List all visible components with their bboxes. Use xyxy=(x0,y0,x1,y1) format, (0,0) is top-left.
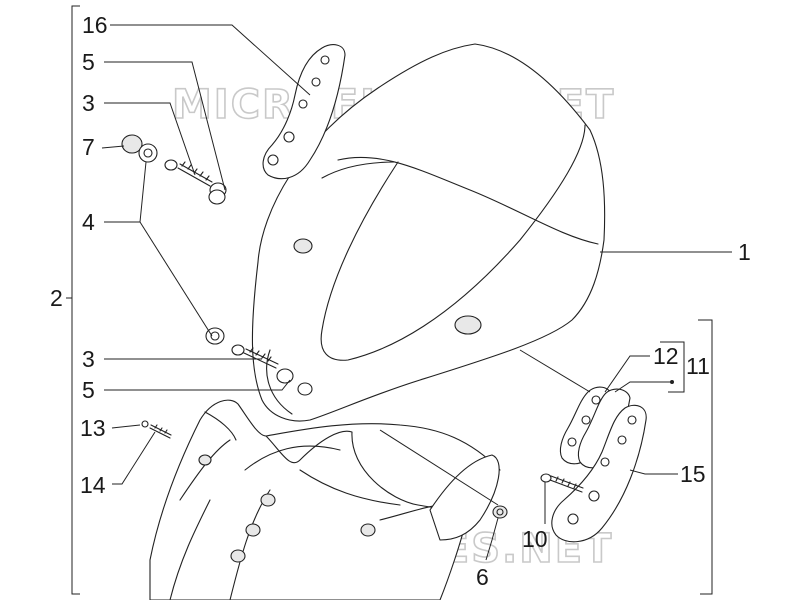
callout-4: 4 xyxy=(82,209,95,235)
callout-3-upper: 3 xyxy=(82,90,95,116)
callout-5-lower: 5 xyxy=(82,377,95,403)
callout-7: 7 xyxy=(82,134,95,160)
fairing-hole-2 xyxy=(260,493,276,507)
callout-13: 13 xyxy=(80,415,106,441)
callout-2: 2 xyxy=(50,285,63,311)
fairing-hole-5 xyxy=(360,523,376,537)
callout-15: 15 xyxy=(680,461,706,487)
bracket-15 xyxy=(551,404,647,543)
windscreen-hole-upper xyxy=(293,238,313,254)
callout-16: 16 xyxy=(82,12,108,38)
windscreen-hole-center xyxy=(454,315,482,335)
screw-14 xyxy=(141,420,172,439)
callout-14: 14 xyxy=(80,472,106,498)
upper-fastener-stack xyxy=(121,134,227,205)
windscreen-hole-lower xyxy=(297,382,313,396)
fairing-hole-3 xyxy=(245,523,261,537)
callout-labels: 16 5 3 7 4 2 3 5 13 14 1 12 11 15 10 6 xyxy=(50,12,751,590)
leader-lines xyxy=(101,24,732,561)
group-bracket-15 xyxy=(698,319,713,595)
callout-12: 12 xyxy=(653,343,679,369)
callout-5-upper: 5 xyxy=(82,49,95,75)
callout-10: 10 xyxy=(522,526,548,552)
callout-6: 6 xyxy=(476,564,489,590)
front-fairing xyxy=(149,399,501,600)
bracket-16 xyxy=(262,44,346,180)
nut-6 xyxy=(492,505,508,519)
fairing-hole-4 xyxy=(230,549,246,563)
windscreen xyxy=(251,43,606,422)
callout-3-lower: 3 xyxy=(82,346,95,372)
fairing-hole-1 xyxy=(198,454,212,466)
group-bracket-2 xyxy=(66,5,80,595)
lower-fastener-stack xyxy=(205,327,294,384)
callout-1: 1 xyxy=(738,239,751,265)
screw-10 xyxy=(540,473,584,493)
callout-11: 11 xyxy=(686,353,710,379)
